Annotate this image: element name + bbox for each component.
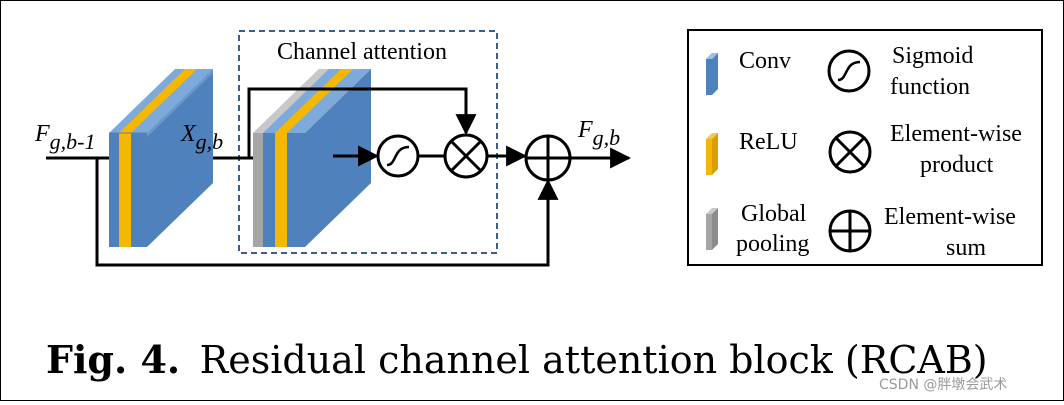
- figure-caption: Fig. 4. Residual channel attention block…: [46, 337, 988, 382]
- legend-product-label-1: Element-wise: [890, 121, 1022, 147]
- channel-attention-label: Channel attention: [277, 39, 447, 65]
- watermark: CSDN @胖墩会武术: [879, 377, 1007, 393]
- conv-relu-block-1: [109, 69, 213, 247]
- pool-swatch-icon: [706, 208, 718, 214]
- legend-product-label-2: product: [920, 152, 994, 178]
- product-node: [443, 133, 489, 179]
- legend-pool: Global pooling: [706, 201, 809, 257]
- legend-relu: ReLU: [706, 129, 798, 175]
- caption-prefix: Fig. 4.: [46, 337, 180, 382]
- legend-product: Element-wise product: [828, 121, 1022, 178]
- legend-sum: Element-wise sum: [828, 204, 1016, 261]
- legend-box: [687, 29, 1043, 266]
- label-x: Xg,b: [180, 121, 223, 154]
- legend-pool-label-2: pooling: [736, 231, 809, 257]
- legend-pool-label-1: Global: [741, 201, 807, 227]
- legend-sum-label-1: Element-wise: [884, 204, 1016, 230]
- sigmoid-icon: [827, 49, 871, 93]
- legend-sigmoid: Sigmoid function: [827, 43, 973, 100]
- attention-bypass-line: [247, 87, 477, 158]
- legend-conv: Conv: [706, 48, 791, 95]
- legend-relu-label: ReLU: [739, 129, 798, 155]
- legend-sigmoid-label-1: Sigmoid: [892, 43, 973, 69]
- legend-sum-label-2: sum: [946, 235, 986, 261]
- relu-swatch-icon: [706, 133, 718, 139]
- caption-text: Residual channel attention block (RCAB): [200, 338, 988, 382]
- residual-skip-line: [95, 158, 559, 267]
- legend-conv-label: Conv: [739, 48, 791, 74]
- label-f-prev: Fg,b-1: [34, 121, 96, 154]
- sigmoid-node: [376, 134, 420, 178]
- conv-relu-pool-block: [253, 69, 371, 247]
- sum-node: [524, 134, 572, 182]
- legend-sigmoid-label-2: function: [890, 74, 970, 100]
- label-f-out: Fg,b: [577, 117, 620, 150]
